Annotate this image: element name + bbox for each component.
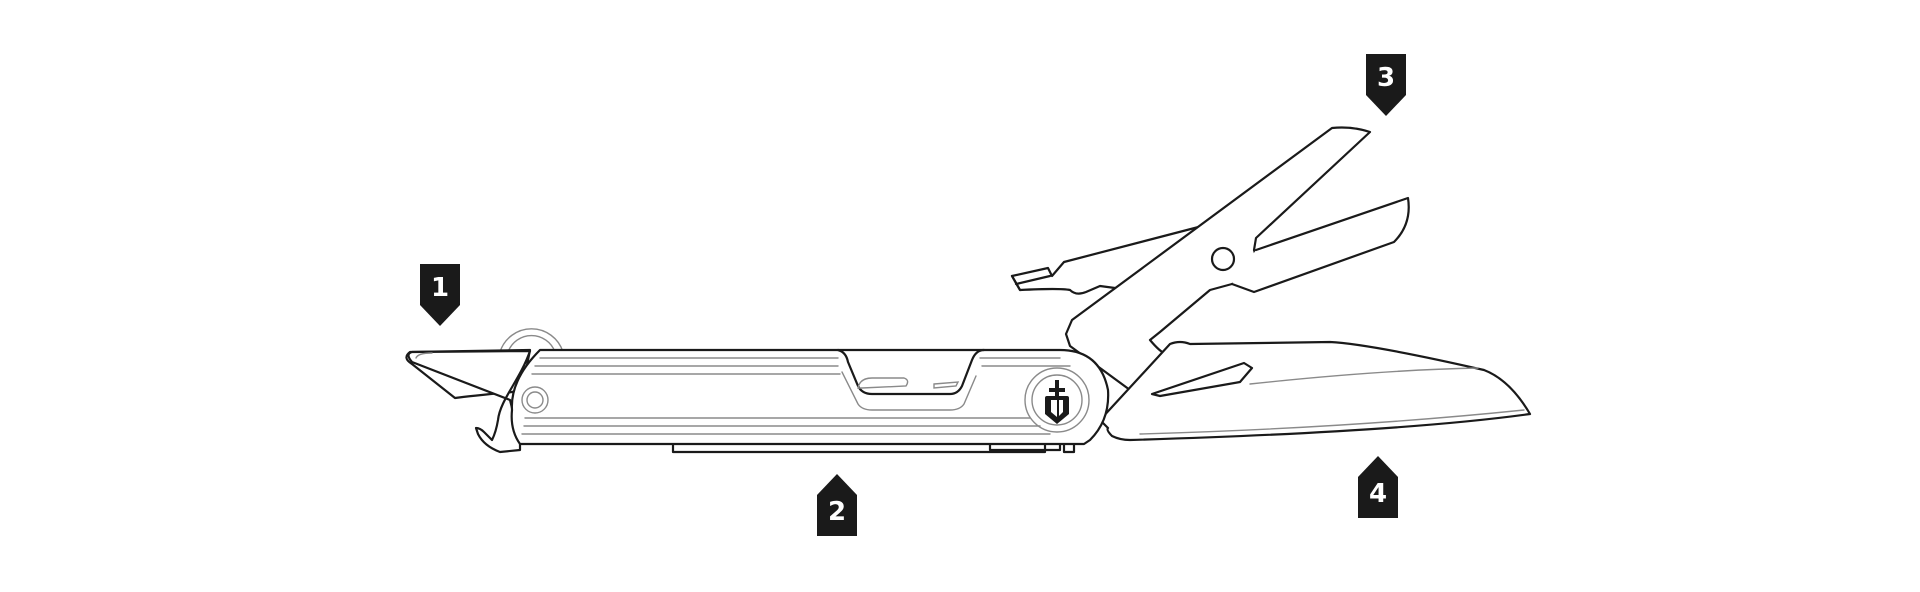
callout-marker-down-icon bbox=[420, 264, 460, 326]
callout-1-label: 1 bbox=[430, 273, 450, 303]
callout-4-label: 4 bbox=[1368, 479, 1388, 509]
callout-marker-up-icon bbox=[817, 474, 857, 536]
callout-3-label: 3 bbox=[1376, 63, 1396, 93]
callout-marker-up-icon bbox=[1358, 456, 1398, 518]
pry-bar-tool bbox=[405, 348, 532, 454]
knife-blade-tool bbox=[1098, 340, 1532, 442]
handle-body bbox=[510, 348, 1110, 446]
key-ring bbox=[499, 328, 564, 353]
callout-4: 4 bbox=[1358, 456, 1398, 518]
callout-1: 1 bbox=[420, 264, 460, 326]
callout-2: 2 bbox=[817, 474, 857, 536]
callout-2-label: 2 bbox=[827, 497, 847, 527]
shield-sword-logo bbox=[1045, 380, 1069, 424]
callout-3: 3 bbox=[1366, 54, 1406, 116]
callout-marker-down-icon bbox=[1366, 54, 1406, 116]
scissors-tool bbox=[1010, 126, 1410, 392]
